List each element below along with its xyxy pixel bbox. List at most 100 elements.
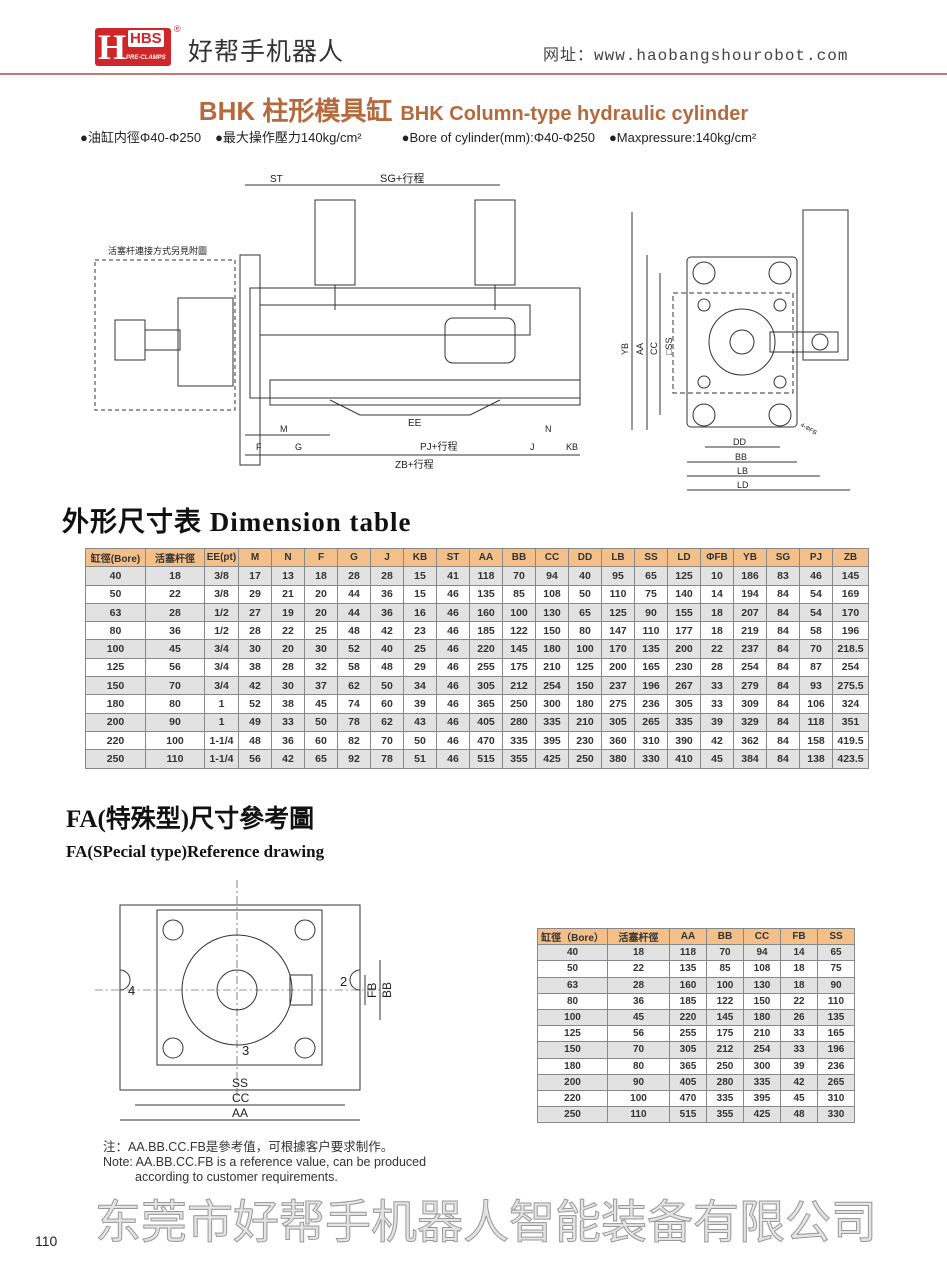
table-cell: 186 [733,566,767,586]
table-cell: 200 [537,1073,608,1091]
svg-text:CC: CC [232,1091,250,1105]
table-cell: 58 [799,621,833,641]
table-cell: 194 [733,584,767,604]
table-cell: 180 [537,1057,608,1075]
table-cell: 170 [832,602,869,623]
table-cell: 218.5 [832,639,869,659]
table-cell: 130 [535,602,569,623]
table-cell: 22 [271,621,305,641]
table-cell: 46 [436,602,470,623]
table-cell: 106 [799,694,833,714]
svg-text:□SS: □SS [664,338,674,355]
table-cell: 254 [832,657,869,678]
column-header: BB [502,547,536,568]
table-cell: 90 [634,602,668,623]
fa-heading: FA(特殊型)尺寸參考圖 [66,806,315,833]
table-cell: 100 [502,602,536,623]
table-cell: 254 [733,657,767,678]
note-cn: 注：AA.BB.CC.FB是參考值，可根據客户要求制作。 [103,1140,394,1154]
table-cell: 48 [337,621,371,641]
table-cell: 3/4 [204,657,239,678]
table-cell: 74 [337,694,371,714]
table-cell: 28 [370,566,404,586]
table-cell: 94 [743,944,781,962]
table-cell: 150 [743,992,781,1010]
table-cell: 135 [817,1008,855,1027]
table-cell: 1/2 [204,602,239,623]
table-cell: 48 [780,1106,818,1124]
table-cell: 70 [145,676,205,696]
svg-text:FB: FB [365,983,379,998]
table-cell: 78 [337,712,371,732]
table-cell: 330 [634,749,668,769]
table-cell: 125 [601,602,635,623]
table-cell: 210 [535,657,569,678]
table-cell: 85 [502,584,536,604]
table-cell: 280 [502,712,536,732]
svg-text:AA: AA [635,343,645,355]
svg-text:G: G [295,442,302,452]
table-cell: 46 [436,712,470,732]
svg-text:LD: LD [737,480,749,490]
table-cell: 125 [537,1025,608,1043]
table-cell: 62 [370,712,404,732]
table-cell: 50 [537,960,608,978]
table-cell: 18 [780,960,818,978]
svg-text:J: J [530,442,535,452]
svg-text:LB: LB [737,466,748,476]
table-cell: 22 [607,960,670,978]
table-cell: 1 [204,694,239,714]
table-cell: 135 [669,960,707,978]
table-cell: 305 [667,694,701,714]
column-header: CC [535,547,569,568]
table-cell: 145 [706,1008,744,1027]
table-cell: 70 [502,566,536,586]
svg-text:EE: EE [408,418,422,429]
table-cell: 52 [238,694,272,714]
table-cell: 14 [780,944,818,962]
table-cell: 36 [271,730,305,751]
table-cell: 18 [700,621,734,641]
table-cell: 44 [337,584,371,604]
table-cell: 425 [743,1106,781,1124]
table-cell: 51 [403,749,437,769]
column-header: G [337,547,371,568]
table-cell: 118 [799,712,833,732]
table-cell: 22 [700,639,734,659]
table-cell: 45 [145,639,205,659]
table-cell: 330 [817,1106,855,1124]
table-cell: 84 [766,676,800,696]
table-cell: 254 [743,1041,781,1059]
table-cell: 84 [766,602,800,623]
table-cell: 329 [733,712,767,732]
svg-text:SS: SS [232,1076,248,1090]
table-cell: 309 [733,694,767,714]
table-cell: 212 [706,1041,744,1059]
table-cell: 18 [780,976,818,994]
dimension-table-heading: 外形尺寸表 Dimension table [62,507,412,537]
svg-text:PJ+行程: PJ+行程 [420,440,458,453]
table-cell: 180 [85,694,146,714]
table-cell: 110 [634,621,668,641]
table-cell: 40 [568,566,602,586]
column-header: CC [743,927,781,946]
fa-reference-drawing: 4 2 3 FB BB SS CC AA [95,880,394,1121]
table-cell: 220 [669,1008,707,1027]
table-cell: 423.5 [832,749,869,769]
page-number: 110 [35,1233,58,1249]
table-cell: 300 [743,1057,781,1075]
table-cell: 93 [799,676,833,696]
table-cell: 37 [304,676,338,696]
table-cell: 355 [502,749,536,769]
table-cell: 39 [403,694,437,714]
table-cell: 110 [607,1106,670,1124]
table-cell: 180 [535,639,569,659]
table-cell: 33 [700,694,734,714]
table-cell: 70 [799,639,833,659]
